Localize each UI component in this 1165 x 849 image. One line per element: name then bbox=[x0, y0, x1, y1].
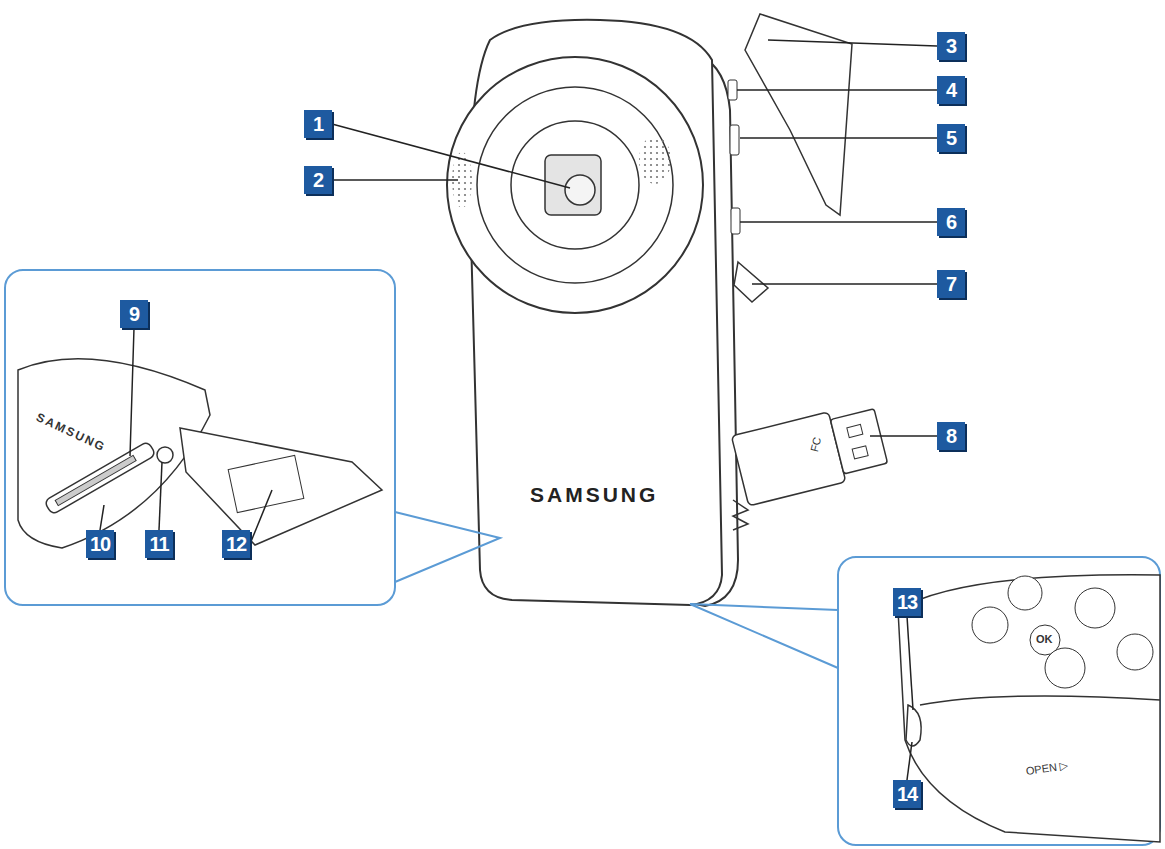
callout-number: 13 bbox=[893, 588, 921, 616]
callout-number: 11 bbox=[145, 530, 173, 558]
leader-line bbox=[100, 505, 104, 530]
inset-frame bbox=[838, 557, 1160, 845]
usb-plug bbox=[847, 424, 863, 437]
port bbox=[731, 208, 740, 234]
usb-plug bbox=[731, 401, 889, 506]
callout-number: 6 bbox=[937, 208, 965, 236]
usb-cable bbox=[733, 500, 748, 530]
callout-number: 12 bbox=[222, 530, 250, 558]
button bbox=[1008, 576, 1042, 610]
leader-line bbox=[332, 179, 458, 181]
brand-logo: SAMSUNG bbox=[530, 483, 658, 507]
lens-ring bbox=[477, 87, 673, 283]
callout-number: 3 bbox=[937, 32, 965, 60]
callout-number: 7 bbox=[937, 270, 965, 298]
leader-lines bbox=[100, 40, 937, 780]
button bbox=[1045, 648, 1085, 688]
callout-number: 2 bbox=[304, 166, 332, 194]
usb-plug bbox=[830, 409, 887, 474]
camera-bottom bbox=[18, 359, 210, 548]
inset-pointer bbox=[395, 512, 500, 582]
leader-line bbox=[130, 328, 134, 456]
port-cover bbox=[745, 14, 852, 215]
leader-line bbox=[740, 221, 937, 223]
leader-line bbox=[907, 742, 912, 780]
door-edge bbox=[920, 696, 1160, 705]
door-text: OPEN ▷ bbox=[1025, 759, 1069, 778]
leader-line bbox=[907, 616, 913, 710]
brand-logo: SAMSUNG bbox=[34, 410, 108, 455]
strap-hole bbox=[906, 705, 921, 746]
lens-ring bbox=[511, 121, 639, 249]
lens bbox=[545, 155, 601, 215]
leader-line bbox=[768, 40, 937, 46]
usb-plug bbox=[731, 412, 845, 506]
callout-number: 4 bbox=[937, 76, 965, 104]
button-text: OK bbox=[1036, 633, 1053, 645]
leader-line bbox=[250, 490, 272, 544]
callout-number: 1 bbox=[304, 110, 332, 138]
callout-number: 14 bbox=[893, 780, 921, 808]
inset-frame bbox=[5, 270, 395, 605]
strap-hook bbox=[734, 262, 768, 302]
lens-ring bbox=[447, 57, 703, 313]
callout-number: 10 bbox=[86, 530, 114, 558]
leader-line bbox=[332, 124, 570, 188]
lens bbox=[565, 175, 595, 205]
leader-line bbox=[159, 462, 162, 530]
microphone bbox=[639, 136, 671, 184]
hinge bbox=[157, 447, 173, 463]
leader-line bbox=[752, 283, 937, 285]
inset-pointer bbox=[690, 604, 838, 668]
button bbox=[1075, 588, 1115, 628]
battery-door bbox=[180, 428, 382, 545]
camera-back bbox=[898, 575, 1160, 842]
port bbox=[730, 125, 739, 155]
callout-number: 5 bbox=[937, 124, 965, 152]
port bbox=[728, 80, 737, 100]
leader-line bbox=[740, 137, 937, 139]
certification-mark: FC bbox=[808, 436, 823, 453]
leader-line bbox=[870, 435, 937, 437]
leader-line bbox=[737, 89, 937, 91]
usb-plug bbox=[852, 446, 868, 459]
button bbox=[972, 607, 1008, 643]
button bbox=[1117, 634, 1153, 670]
callout-number: 8 bbox=[937, 422, 965, 450]
card-slot bbox=[55, 455, 136, 505]
callout-number: 9 bbox=[120, 300, 148, 328]
